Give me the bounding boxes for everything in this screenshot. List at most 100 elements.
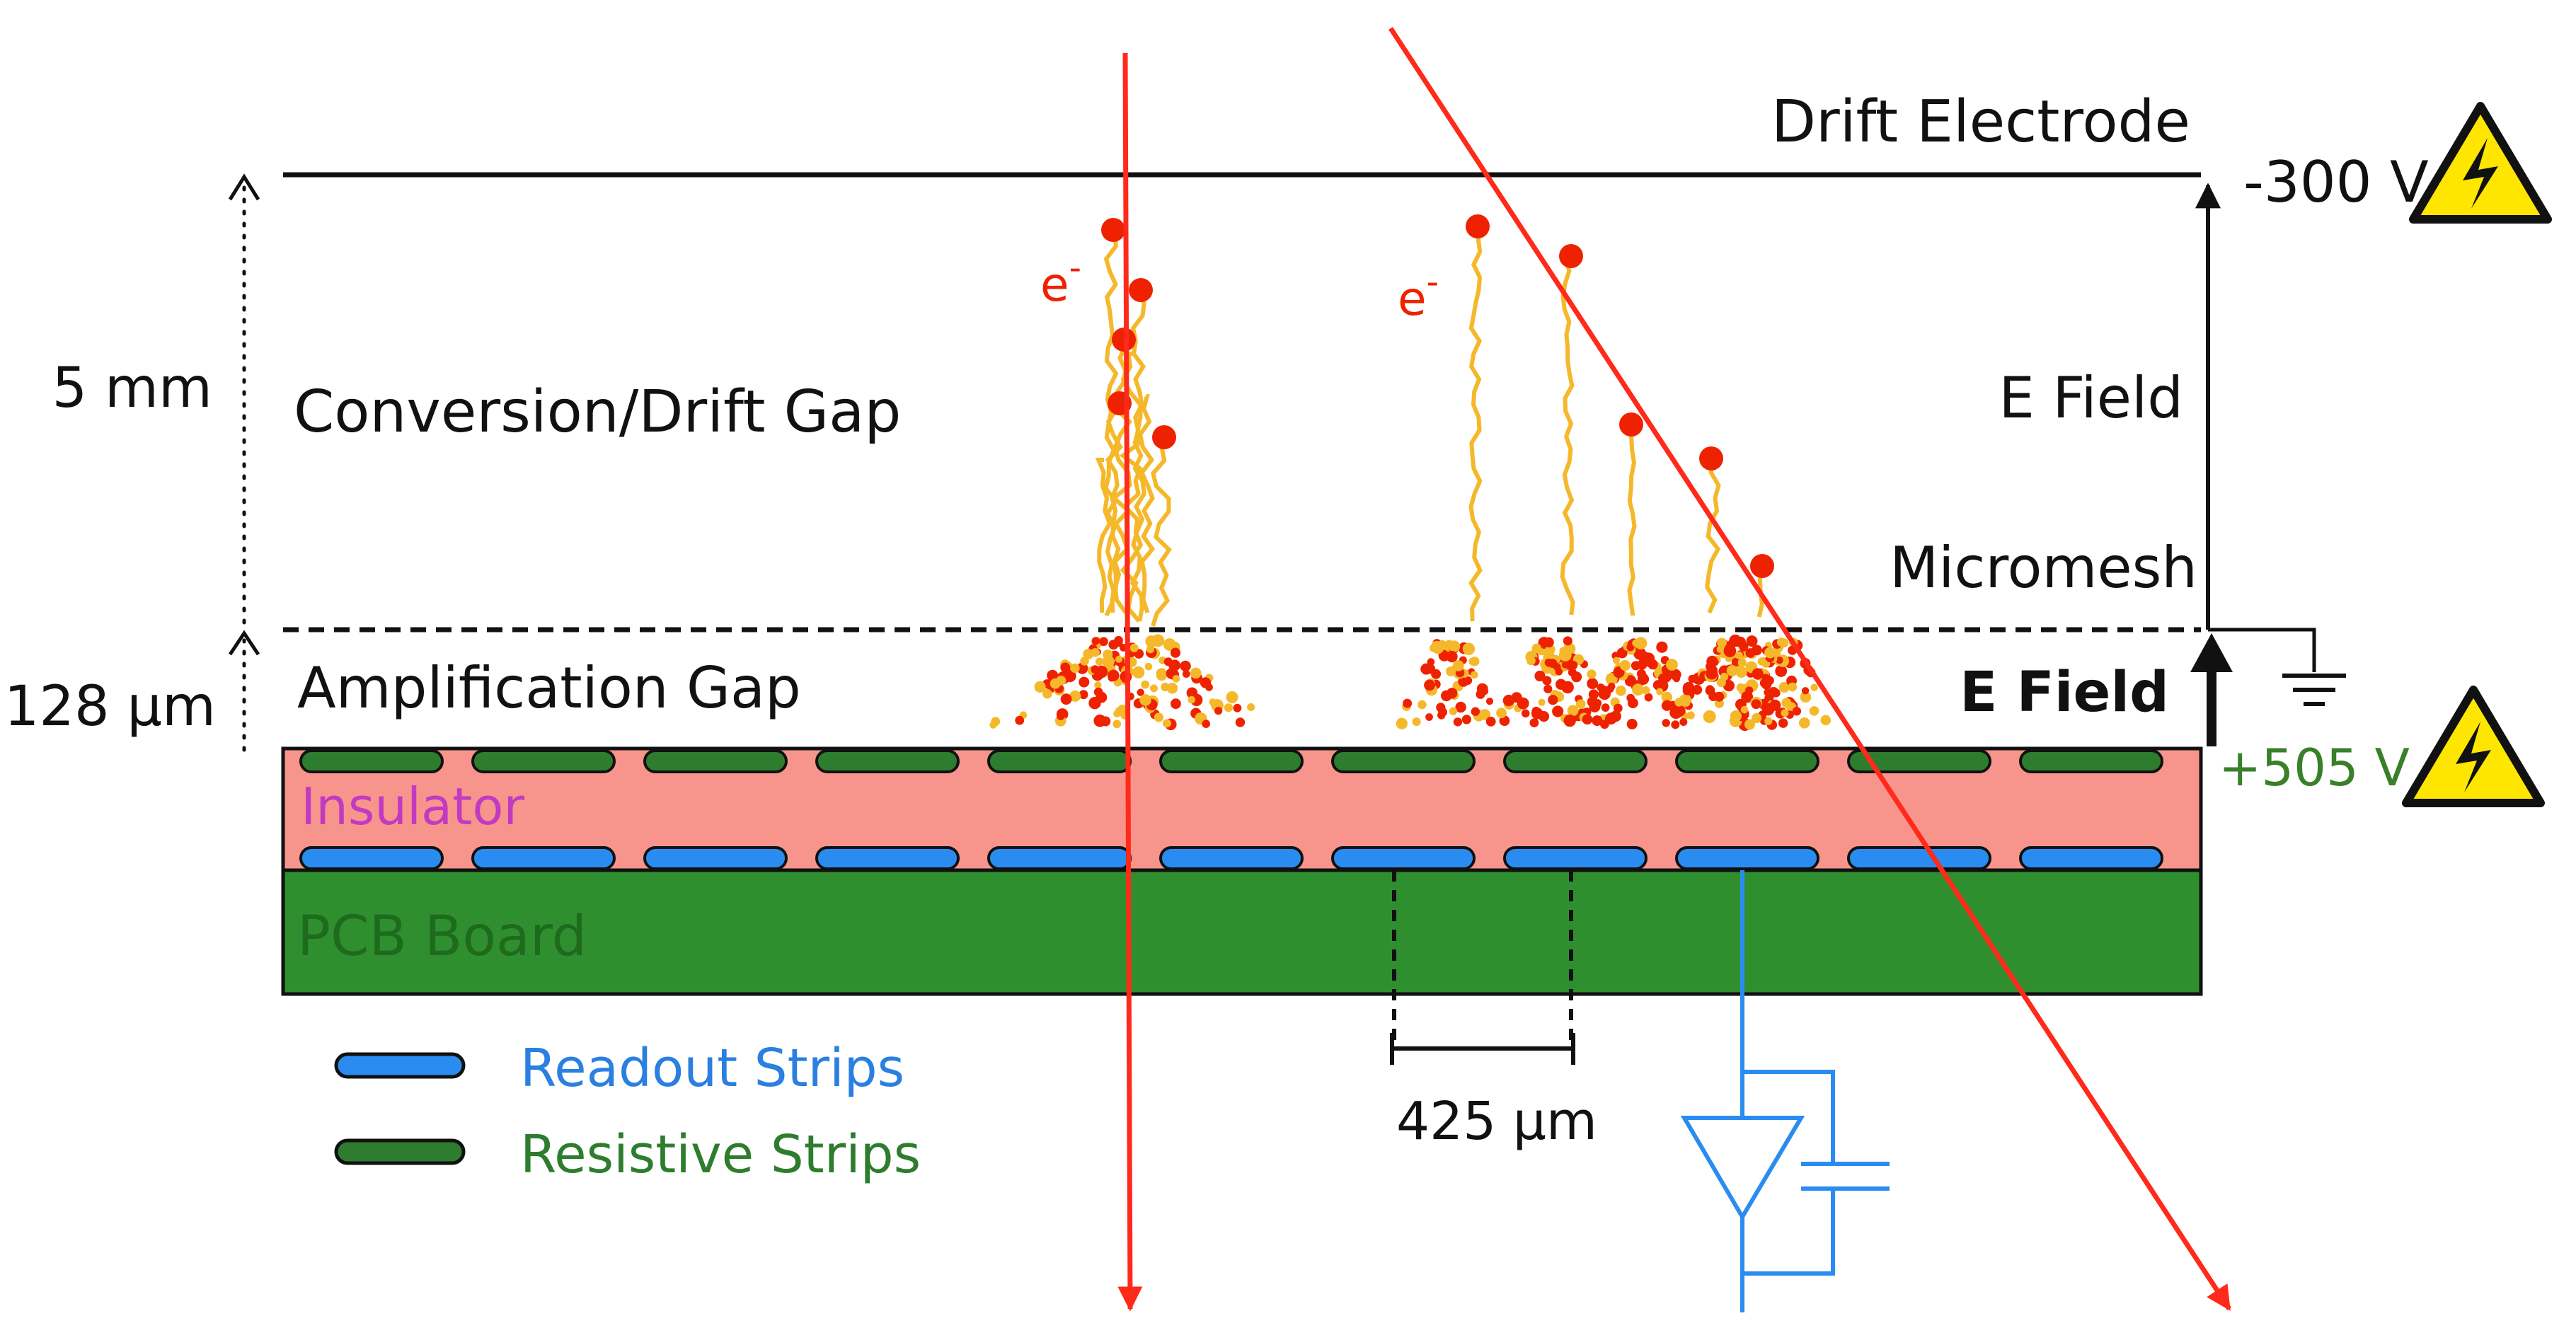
avalanche-electron [1531,706,1541,716]
avalanche-electron [1801,687,1810,695]
avalanche-electron [1502,694,1515,707]
avalanche-electron [1745,648,1756,658]
avalanche-electron [1544,658,1553,667]
avalanche-electron [1447,688,1458,699]
avalanche-electron [1060,662,1071,673]
avalanche-electron [1095,665,1108,678]
avalanche-electron [1552,705,1564,717]
drift-path [1137,394,1156,613]
avalanche-electron [1427,658,1435,666]
avalanche-electron [1626,718,1638,729]
primary-electron [1559,244,1583,268]
avalanche-electron [1137,688,1144,696]
avalanche-electron [1723,645,1737,657]
legend-resistive-label: Resistive Strips [520,1124,921,1185]
avalanche-electron [1720,672,1729,681]
avalanche-electron [1446,666,1456,676]
avalanche-electron [1162,719,1171,728]
legend-readout-label: Readout Strips [520,1038,904,1099]
resistive-strip [2019,749,2163,773]
avalanche-electron [1543,684,1553,693]
drift-gap-height-label: 5 mm [52,357,212,420]
avalanche-electron [1710,658,1719,666]
avalanche-electron [1809,706,1819,716]
drift-path [1560,256,1575,616]
avalanche-electron [1094,681,1102,689]
avalanche-electron [1601,703,1610,712]
avalanche-electron [1619,659,1631,671]
primary-electron [1129,278,1153,302]
avalanche-electron [1188,695,1196,704]
avalanche-electron [1641,686,1650,695]
avalanche-electron [1703,710,1716,723]
avalanche-electron [1476,683,1488,695]
drift-electrode-label: Drift Electrode [1771,88,2190,156]
primary-electron [1619,412,1643,437]
avalanche-electron [1781,698,1792,708]
high-voltage-warning-icon-bottom [2402,686,2545,807]
avalanche-electron [1418,700,1427,710]
avalanche-electron [1582,714,1593,725]
resistive-strip [1159,749,1304,773]
avalanche-electron [1632,683,1644,696]
drift-voltage-label: -300 V [2243,149,2429,215]
avalanche-electron [1154,712,1163,722]
avalanche-electron [1567,705,1579,717]
avalanche-electron [1569,661,1578,670]
avalanche-electron [1425,713,1433,721]
avalanche-electron [1534,670,1546,682]
avalanche-electron [1686,711,1695,720]
primary-electron [1466,214,1490,238]
avalanche-electron [1453,717,1463,727]
avalanche-electron [1100,716,1111,727]
avalanche-electron [1132,666,1145,678]
avalanche-electron [1662,719,1670,727]
avalanche-electron [1129,643,1139,652]
avalanche-electron [1788,682,1798,692]
avalanche-electron [1079,690,1088,700]
avalanche-electron [1424,679,1435,691]
avalanche-electron [1587,669,1597,679]
avalanche-electron [1671,720,1680,729]
avalanche-electron [1558,649,1572,662]
primary-electron [1699,446,1723,470]
avalanche-electron [1538,698,1546,706]
avalanche-electron [1146,645,1155,654]
primary-electron [1152,425,1176,449]
avalanche-electron [1714,691,1725,702]
avalanche-electron [1587,696,1599,707]
avalanche-electron [1735,666,1747,678]
avalanche-electron [1656,641,1668,653]
electron-avalanches [989,634,1832,731]
avalanche-electron [1778,681,1790,693]
avalanche-electron [1679,718,1688,726]
avalanche-electron [1553,663,1561,671]
avalanche-electron [1739,642,1749,652]
avalanche-electron [1214,707,1223,715]
avalanche-electron [1800,691,1812,703]
avalanche-electron [1485,717,1496,727]
avalanche-electron [1810,683,1818,691]
avalanche-electron [1764,717,1773,725]
drift-field-label: E Field [1999,365,2183,431]
avalanche-electron [1047,669,1059,681]
avalanche-electron [1186,687,1198,699]
avalanche-electron [1403,698,1413,708]
avalanche-electron [1471,671,1478,679]
resistive-strip [1331,749,1476,773]
conversion-gap-label: Conversion/Drift Gap [294,379,901,446]
resistive-strip [815,749,960,773]
avalanche-electron [1730,710,1742,722]
avalanche-electron [1034,681,1046,693]
avalanche-electron [1463,644,1471,652]
avalanche-electron [1224,703,1233,712]
avalanche-electron [1112,720,1122,729]
avalanche-electron [1180,660,1191,672]
avalanche-electron [1723,680,1735,692]
legend: Readout Strips Resistive Strips [334,1038,921,1185]
readout-strip [643,846,788,870]
avalanche-electron [1446,651,1458,663]
avalanche-electron [1776,637,1786,647]
drift-path [1627,422,1637,616]
avalanche-electron [1430,644,1438,652]
